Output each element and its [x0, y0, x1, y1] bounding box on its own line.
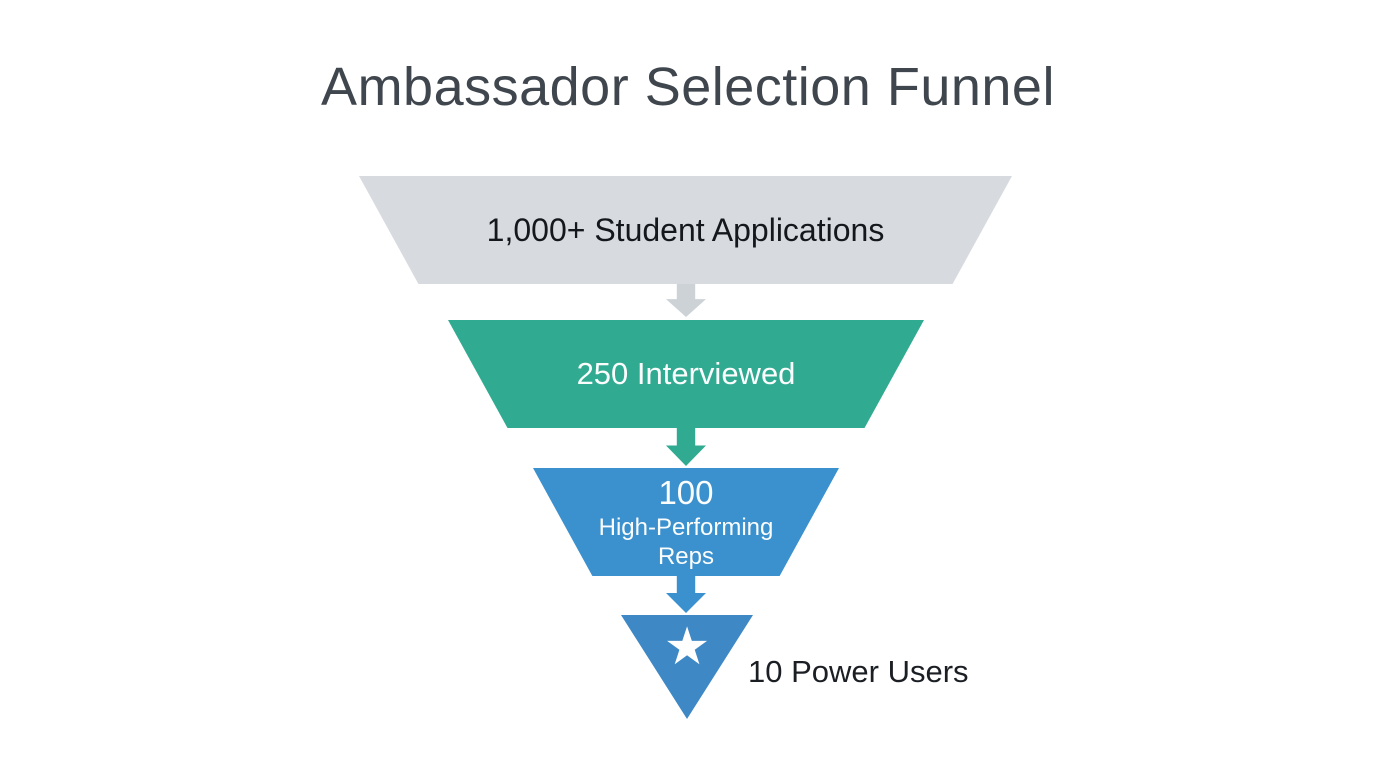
down-arrow-icon — [666, 284, 706, 317]
stage-applications-label: 1,000+ Student Applications — [486, 211, 885, 248]
stage-reps-value: 100 — [658, 474, 714, 511]
star-icon: ★ — [663, 617, 711, 677]
stage-reps-sublabel-line1: High-Performing — [598, 514, 774, 541]
stage-reps-label: 100 High-Performing Reps — [599, 473, 774, 571]
page-title: Ambassador Selection Funnel — [321, 57, 1055, 117]
funnel-stage-interviewed: 250 Interviewed — [448, 320, 924, 428]
funnel-stage-applications: 1,000+ Student Applications — [359, 176, 1012, 284]
stage-interviewed-label: 250 Interviewed — [576, 356, 796, 391]
power-users-label: 10 Power Users — [748, 654, 969, 689]
down-arrow-icon — [666, 428, 706, 466]
stage-reps-sublabel-line2: Reps — [657, 543, 714, 570]
funnel-stage-power-users: ★ — [621, 615, 753, 719]
funnel-stage-reps: 100 High-Performing Reps — [533, 468, 839, 576]
down-arrow-icon — [666, 576, 706, 613]
